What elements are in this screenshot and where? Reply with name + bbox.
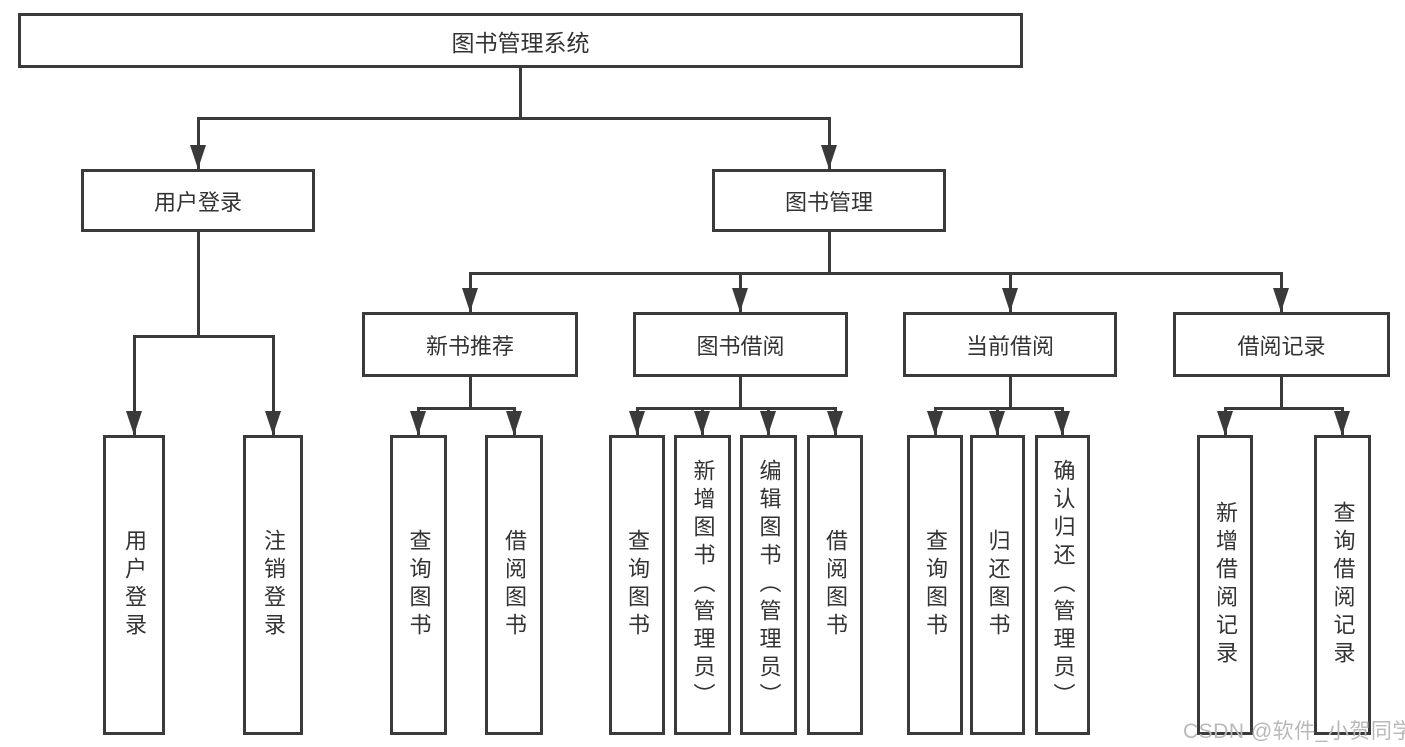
node-label: 查询图书: [406, 529, 432, 641]
leaf-return-books: 归还图书: [970, 435, 1025, 735]
node-label: 图书借阅: [696, 333, 785, 359]
node-borrowing-records: 借阅记录: [1173, 312, 1390, 377]
connector-line: [469, 272, 1283, 275]
node-label: 借阅图书: [823, 529, 848, 641]
connector-line: [739, 377, 742, 409]
arrowhead-down-icon: [989, 411, 1005, 435]
leaf-query-books-current: 查询图书: [907, 435, 963, 735]
node-label: 借阅图书: [502, 529, 527, 641]
arrowhead-down-icon: [410, 411, 426, 435]
arrowhead-down-icon: [1334, 411, 1350, 435]
connector-line: [1009, 377, 1012, 409]
node-label: 当前借阅: [965, 333, 1054, 359]
arrowhead-down-icon: [265, 411, 281, 435]
arrowhead-down-icon: [827, 411, 843, 435]
arrowhead-down-icon: [126, 411, 142, 435]
connector-line: [1224, 407, 1344, 410]
node-label: 图书管理系统: [451, 29, 590, 56]
node-label: 新增图书（管理员）: [690, 459, 716, 711]
node-label: 借阅记录: [1237, 333, 1326, 359]
node-label: 查询借阅记录: [1330, 501, 1356, 669]
connector-line: [519, 68, 522, 119]
arrowhead-down-icon: [821, 145, 837, 169]
connector-line: [197, 117, 831, 120]
leaf-user-login: 用户登录: [103, 435, 165, 735]
leaf-query-borrow-record: 查询借阅记录: [1314, 435, 1371, 735]
arrowhead-down-icon: [927, 411, 943, 435]
leaf-query-books-recommend: 查询图书: [390, 435, 447, 735]
connector-line: [272, 335, 275, 435]
leaf-borrow-books-recommend: 借阅图书: [485, 435, 543, 735]
connector-line: [828, 232, 831, 274]
connector-line: [469, 377, 472, 409]
leaf-borrow-books: 借阅图书: [807, 435, 863, 735]
leaf-confirm-return-admin: 确认归还（管理员）: [1035, 435, 1090, 735]
node-library-management-system: 图书管理系统: [18, 13, 1023, 68]
node-new-book-recommendation: 新书推荐: [362, 312, 578, 377]
connector-line: [636, 407, 837, 410]
arrowhead-down-icon: [629, 411, 645, 435]
arrowhead-down-icon: [1002, 288, 1018, 312]
node-label: 用户登录: [122, 529, 147, 641]
connector-line: [197, 117, 200, 169]
connector-line: [417, 407, 516, 410]
node-label: 查询图书: [625, 529, 650, 641]
node-label: 查询图书: [923, 529, 948, 641]
arrowhead-down-icon: [1273, 288, 1289, 312]
node-label: 归还图书: [985, 529, 1011, 641]
leaf-logout: 注销登录: [243, 435, 303, 735]
connector-line: [1280, 377, 1283, 409]
node-book-management: 图书管理: [712, 169, 946, 232]
leaf-query-books-borrow: 查询图书: [609, 435, 665, 735]
leaf-edit-books-admin: 编辑图书（管理员）: [740, 435, 797, 735]
node-label: 新增借阅记录: [1213, 501, 1238, 669]
arrowhead-down-icon: [694, 411, 710, 435]
leaf-add-books-admin: 新增图书（管理员）: [674, 435, 731, 735]
arrowhead-down-icon: [462, 288, 478, 312]
node-user-login: 用户登录: [81, 169, 315, 232]
node-label: 编辑图书（管理员）: [756, 459, 782, 711]
node-current-borrowing: 当前借阅: [903, 312, 1117, 377]
arrowhead-down-icon: [506, 411, 522, 435]
leaf-add-borrow-record: 新增借阅记录: [1197, 435, 1253, 735]
arrowhead-down-icon: [760, 411, 776, 435]
node-label: 确认归还（管理员）: [1050, 459, 1076, 711]
connector-line: [934, 407, 1064, 410]
arrowhead-down-icon: [1217, 411, 1233, 435]
node-book-borrowing: 图书借阅: [633, 312, 848, 377]
csdn-watermark: CSDN @软件_小贺同学: [1183, 720, 1405, 743]
node-label: 新书推荐: [425, 333, 514, 359]
node-label: 用户登录: [153, 189, 242, 215]
connector-line: [828, 117, 831, 169]
arrowhead-down-icon: [190, 145, 206, 169]
connector-line: [133, 335, 136, 435]
connector-line: [197, 232, 200, 337]
node-label: 图书管理: [784, 189, 873, 215]
node-label: 注销登录: [261, 529, 286, 641]
arrowhead-down-icon: [732, 288, 748, 312]
connector-line: [133, 335, 275, 338]
arrowhead-down-icon: [1054, 411, 1070, 435]
